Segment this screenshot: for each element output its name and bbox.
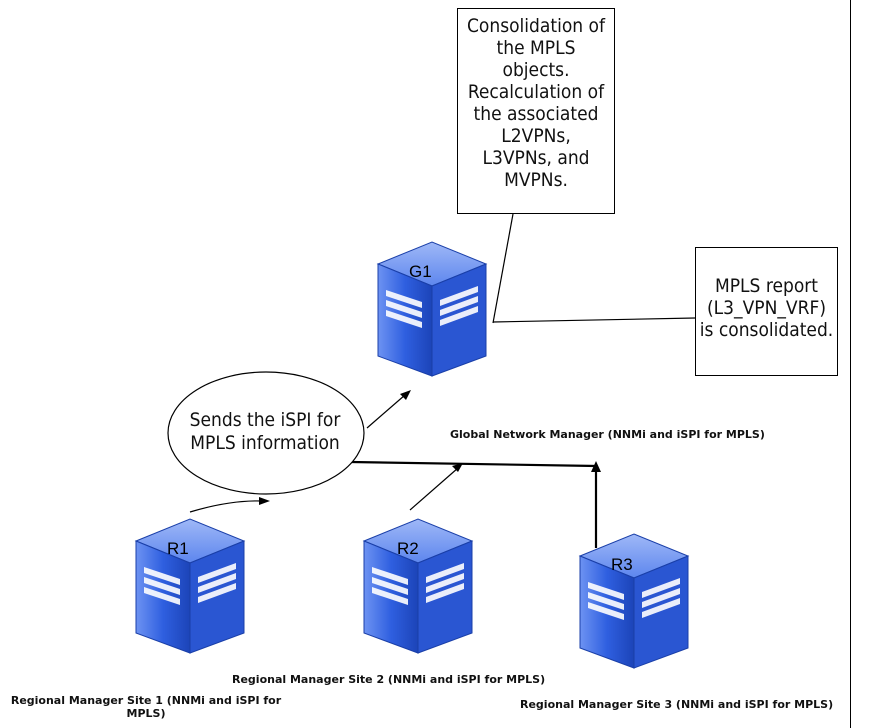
note-line: L2VPNs, (501, 125, 571, 147)
arrow-ellipse-to-g1 (366, 394, 406, 429)
connector-report-to-g1 (492, 317, 696, 323)
note-line: the MPLS (496, 37, 576, 59)
right-border-line (850, 0, 851, 728)
report-note: MPLS report (L3_VPN_VRF) is consolidated… (695, 247, 838, 376)
ellipse-line: MPLS information (190, 432, 340, 454)
note-line: MPLS report (714, 275, 818, 297)
caption-global-manager: Global Network Manager (NNMi and iSPI fo… (450, 428, 765, 441)
arrowhead-r2 (452, 463, 463, 472)
arrowhead-r1 (259, 497, 270, 505)
connector-note-to-g1 (492, 213, 514, 324)
arrow-r1-to-path (189, 500, 263, 513)
note-line: MVPNs. (504, 169, 568, 191)
ellipse-sends-ispi (167, 371, 365, 495)
note-line: L3VPNs, and (482, 147, 590, 169)
ellipse-line: Sends the iSPI for (189, 409, 341, 431)
server-g1-icon (377, 241, 487, 377)
note-line: (L3_VPN_VRF) (706, 297, 826, 319)
arrowhead-g1 (400, 390, 411, 400)
note-line: the associated (473, 103, 599, 125)
caption-regional-site-3: Regional Manager Site 3 (NNMi and iSPI f… (520, 698, 834, 711)
note-line: objects. (502, 59, 570, 81)
server-r3-label: R3 (611, 555, 633, 574)
server-g1-label: G1 (409, 262, 432, 281)
arrow-r2-to-path (409, 467, 459, 511)
caption-regional-site-2: Regional Manager Site 2 (NNMi and iSPI f… (232, 673, 546, 686)
arrowhead-r3 (591, 461, 601, 472)
server-r1-icon (135, 518, 245, 654)
connector-lines (189, 213, 696, 548)
note-line: Recalculation of (467, 81, 605, 103)
caption-regional-site-1: Regional Manager Site 1 (NNMi and iSPI f… (10, 694, 282, 720)
consolidation-note: Consolidation of the MPLS objects. Recal… (457, 8, 615, 214)
server-r3-icon (579, 533, 689, 669)
ellipse-label: Sends the iSPI for MPLS information (170, 409, 360, 455)
note-line: is consolidated. (699, 319, 834, 341)
note-line: Consolidation of (466, 15, 606, 37)
server-r2-label: R2 (397, 539, 419, 558)
server-r1-label: R1 (167, 539, 189, 558)
